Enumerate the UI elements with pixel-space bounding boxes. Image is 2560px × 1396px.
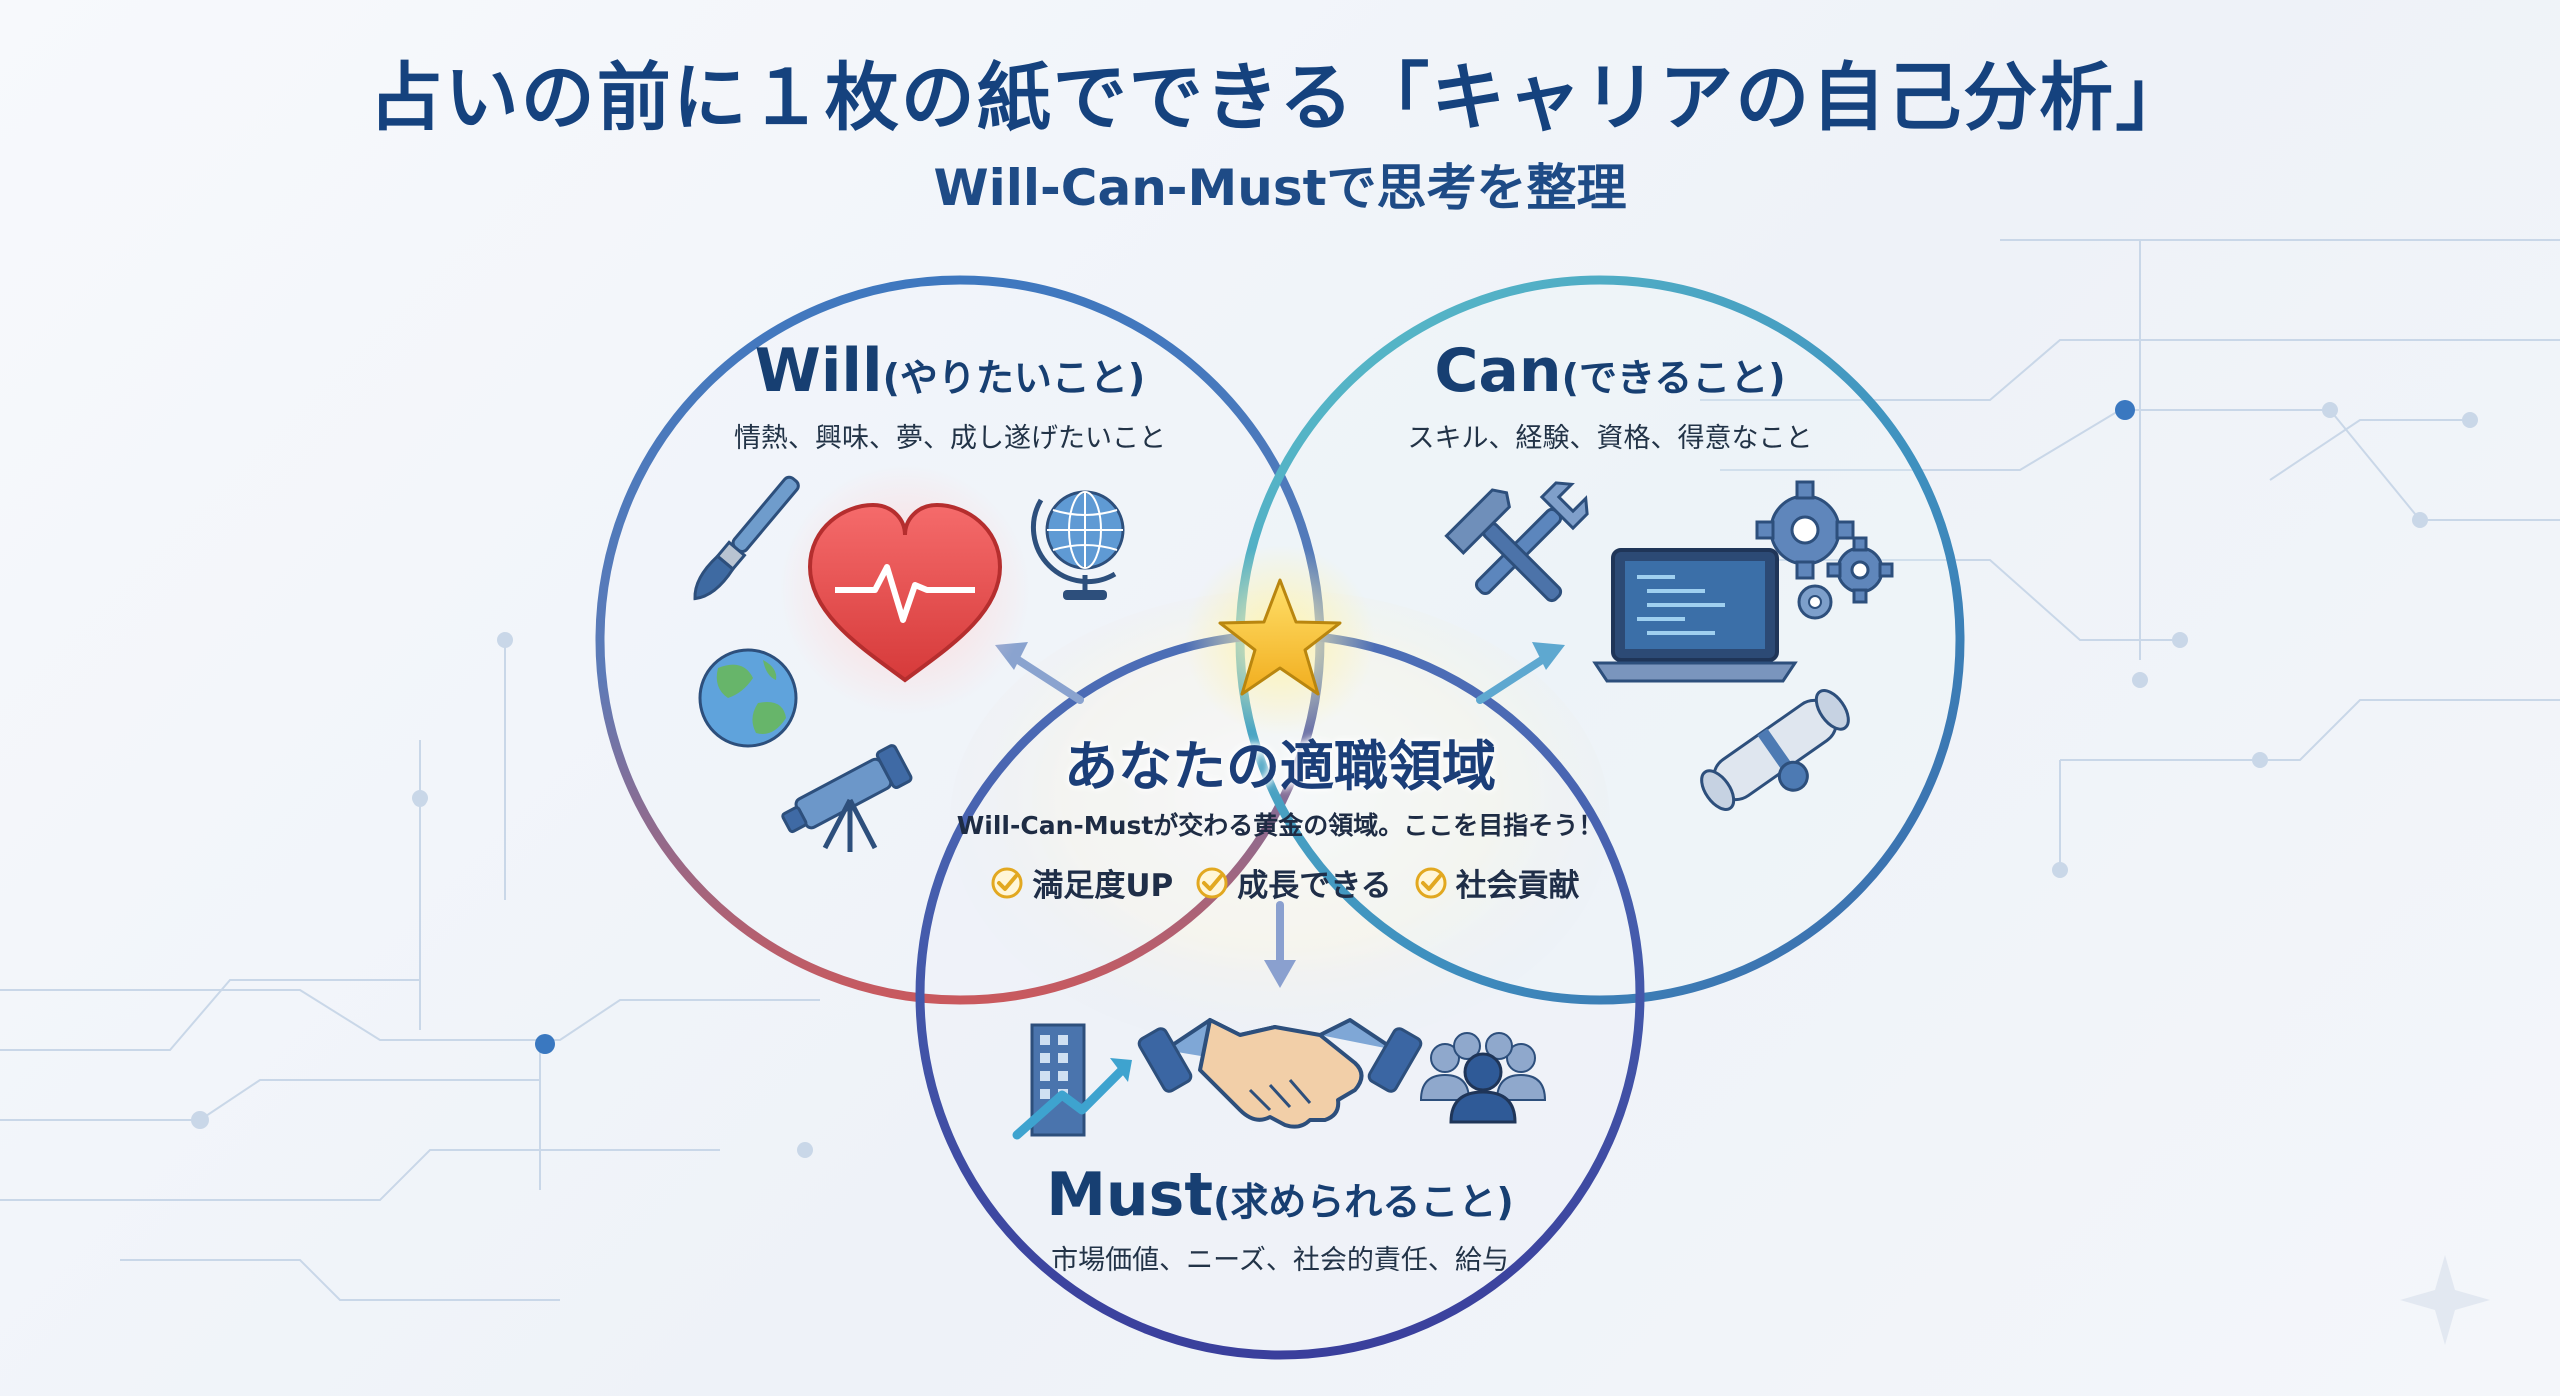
check-item: 社会貢献 [1414, 860, 1580, 905]
check-label: 満足度UP [1032, 868, 1174, 904]
check-icon [1415, 867, 1447, 898]
will-paren: (やりたいこと) [882, 356, 1146, 400]
tools-icon [1444, 481, 1589, 603]
arrow-to-can-icon [1476, 642, 1565, 704]
must-label: Must [1046, 1160, 1214, 1230]
telescope-icon [781, 744, 913, 852]
arrow-to-must-icon [1264, 901, 1296, 988]
will-description: 情熱、興味、夢、成し遂げたいこと [734, 423, 1166, 454]
must-paren: (求められること) [1213, 1180, 1514, 1224]
check-item: 成長できる [1195, 860, 1392, 905]
check-item: 満足度UP [990, 860, 1173, 905]
center-subtitle: Will-Can-Mustが交わる黄金の領域。ここを目指そう！ [956, 811, 1604, 840]
star-icon [1218, 578, 1342, 696]
page-subtitle: Will-Can-Mustで思考を整理 [933, 159, 1627, 217]
team-icon [1419, 1032, 1547, 1124]
must-description: 市場価値、ニーズ、社会的責任、給与 [1051, 1245, 1509, 1276]
check-label: 成長できる [1237, 868, 1392, 904]
growth-building-icon [1012, 1023, 1132, 1140]
check-icon [991, 867, 1023, 898]
paintbrush-icon [693, 475, 800, 601]
can-paren: (できること) [1561, 356, 1786, 400]
globe-stand-icon [1030, 490, 1125, 600]
laptop-icon [1592, 548, 1798, 683]
can-title: Can(できること) [1400, 336, 1820, 406]
can-description: スキル、経験、資格、得意なこと [1407, 423, 1813, 454]
check-icon [1196, 867, 1228, 898]
benefit-checks: 満足度UP 成長できる 社会貢献 [975, 860, 1595, 905]
can-label: Can [1434, 336, 1562, 406]
gears-icon [1755, 480, 1894, 620]
will-label: Will [754, 336, 883, 406]
handshake-icon [1137, 1018, 1423, 1129]
check-label: 社会貢献 [1455, 868, 1580, 904]
heart-icon [807, 502, 1003, 683]
page-title: 占いの前に１枚の紙でできる「キャリアの自己分析」 [368, 55, 2192, 141]
will-title: Will(やりたいこと) [740, 336, 1160, 406]
earth-icon [698, 648, 798, 748]
diploma-icon [1700, 689, 1850, 811]
must-title: Must(求められること) [1000, 1160, 1560, 1230]
center-title: あなたの適職領域 [1064, 735, 1496, 798]
